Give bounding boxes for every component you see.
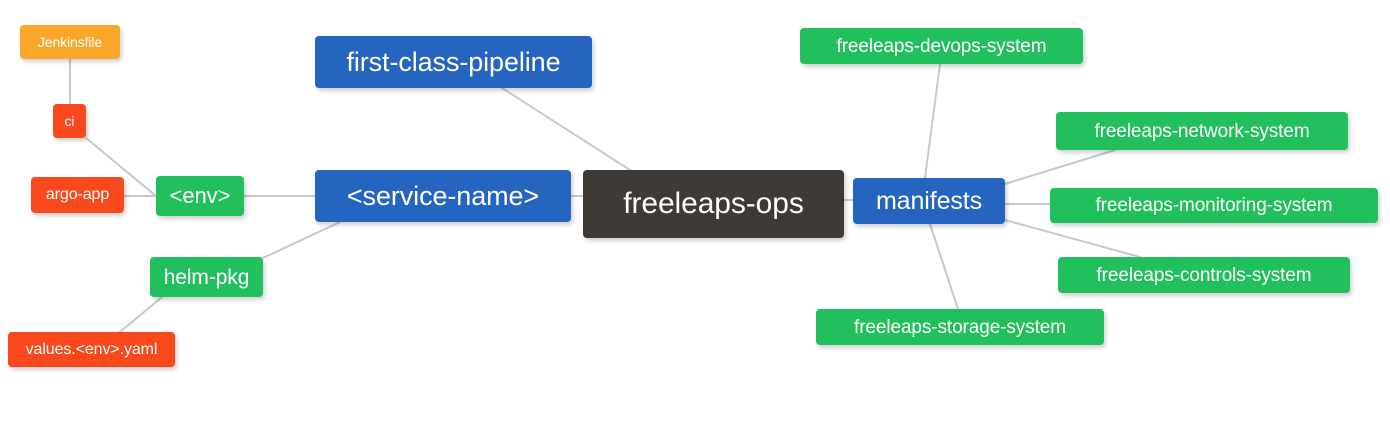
- node-freeleaps-monitoring-system[interactable]: freeleaps-monitoring-system: [1050, 188, 1378, 223]
- node-label: helm-pkg: [163, 265, 250, 289]
- node-first-class-pipeline[interactable]: first-class-pipeline: [315, 36, 592, 88]
- node-freeleaps-controls-system[interactable]: freeleaps-controls-system: [1058, 257, 1350, 293]
- node-ci[interactable]: ci: [53, 104, 86, 138]
- edge-manifests-to-freeleaps-controls-system: [1004, 219, 1141, 258]
- node-freeleaps-devops-system[interactable]: freeleaps-devops-system: [800, 28, 1083, 64]
- node-jenkinsfile[interactable]: Jenkinsfile: [20, 25, 120, 59]
- node-values-env-yaml[interactable]: values.<env>.yaml: [8, 332, 175, 367]
- node-freeleaps-network-system[interactable]: freeleaps-network-system: [1056, 112, 1348, 150]
- node-freeleaps-ops[interactable]: freeleaps-ops: [583, 170, 844, 238]
- node-env[interactable]: <env>: [156, 176, 244, 216]
- edge-manifests-to-freeleaps-storage-system: [929, 223, 959, 310]
- edge-manifests-to-freeleaps-network-system: [1004, 149, 1116, 185]
- node-freeleaps-storage-system[interactable]: freeleaps-storage-system: [816, 309, 1104, 345]
- node-label: Jenkinsfile: [37, 34, 103, 50]
- node-argo-app[interactable]: argo-app: [31, 177, 124, 213]
- node-label: manifests: [875, 186, 983, 215]
- node-label: <env>: [169, 183, 231, 208]
- node-label: values.<env>.yaml: [25, 340, 158, 358]
- node-service-name[interactable]: <service-name>: [315, 170, 571, 222]
- edge-manifests-to-freeleaps-devops-system: [924, 63, 941, 179]
- node-label: argo-app: [45, 186, 110, 203]
- node-label: freeleaps-network-system: [1094, 120, 1310, 142]
- node-label: freeleaps-devops-system: [836, 35, 1047, 57]
- node-manifests[interactable]: manifests: [853, 178, 1005, 224]
- edge-first-class-pipeline-to-freeleaps-ops: [501, 87, 631, 171]
- node-helm-pkg[interactable]: helm-pkg: [150, 257, 263, 297]
- node-label: freeleaps-monitoring-system: [1095, 195, 1333, 216]
- node-label: ci: [64, 113, 75, 129]
- node-label: <service-name>: [346, 180, 540, 211]
- node-label: freeleaps-ops: [623, 187, 804, 220]
- node-label: first-class-pipeline: [346, 46, 561, 77]
- node-label: freeleaps-controls-system: [1096, 264, 1312, 286]
- edge-helm-pkg-to-values-env-yaml: [119, 296, 163, 333]
- node-label: freeleaps-storage-system: [854, 316, 1066, 338]
- edge-service-name-to-helm-pkg: [262, 221, 341, 259]
